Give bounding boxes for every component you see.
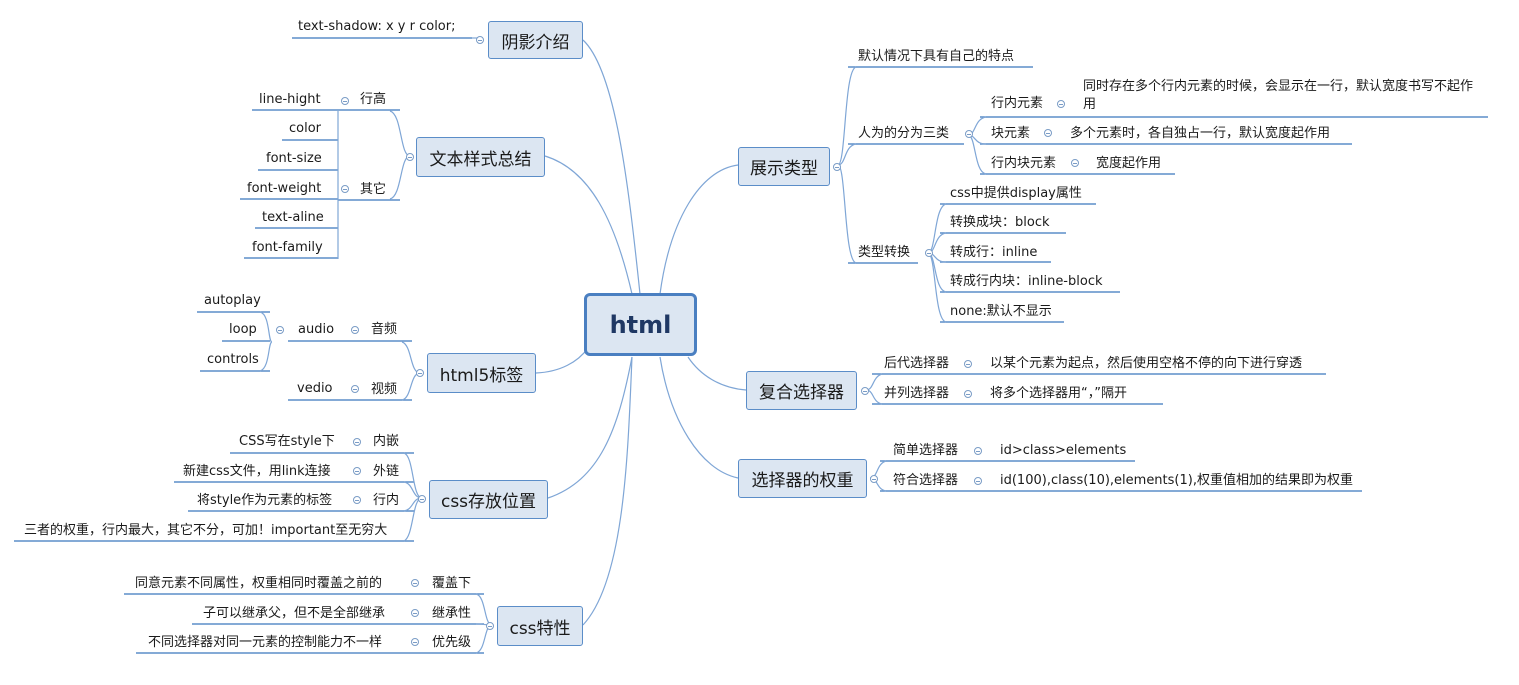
weight-label-simple: 简单选择器 — [893, 443, 959, 458]
location-label-link: 外链 — [373, 464, 400, 479]
topic-selector-weight[interactable]: 选择器的权重 — [738, 459, 867, 498]
topic-display-label: 展示类型 — [750, 159, 818, 179]
feature-label-override: 覆盖下 — [432, 576, 472, 591]
weight-detail-compound: id(100),class(10),elements(1),权重值相加的结果即为… — [1000, 473, 1353, 488]
compound-label-group: 并列选择器 — [884, 386, 950, 401]
collapse-toggle-icon[interactable] — [965, 130, 973, 138]
shadow-item: text-shadow: x y r color; — [298, 19, 456, 34]
collapse-toggle-icon[interactable] — [964, 360, 972, 368]
location-label-inline: 行内 — [373, 493, 400, 508]
feature-detail-priority: 不同选择器对同一元素的控制能力不一样 — [148, 635, 383, 650]
topic-text-style[interactable]: 文本样式总结 — [416, 137, 545, 177]
collapse-toggle-icon[interactable] — [353, 496, 361, 504]
audio-item-controls: controls — [207, 352, 259, 367]
convert-item: css中提供display属性 — [950, 186, 1082, 201]
topic-text-style-label: 文本样式总结 — [429, 149, 532, 170]
collapse-toggle-icon[interactable] — [411, 609, 419, 617]
topic-compound-selector-label: 复合选择器 — [759, 383, 844, 403]
collapse-toggle-icon[interactable] — [418, 495, 426, 503]
display-manual-label: 人为的分为三类 — [858, 126, 950, 141]
collapse-toggle-icon[interactable] — [351, 326, 359, 334]
other-item-font-size: font-size — [266, 151, 322, 166]
collapse-toggle-icon[interactable] — [833, 163, 841, 171]
collapse-toggle-icon[interactable] — [1071, 159, 1079, 167]
collapse-toggle-icon[interactable] — [870, 475, 878, 483]
root-label: html — [609, 310, 672, 339]
convert-item: 转换成块：block — [950, 215, 1050, 230]
collapse-toggle-icon[interactable] — [353, 467, 361, 475]
collapse-toggle-icon[interactable] — [1057, 100, 1065, 108]
collapse-toggle-icon[interactable] — [341, 97, 349, 105]
collapse-toggle-icon[interactable] — [411, 579, 419, 587]
line-height-item: line-hight — [259, 92, 321, 107]
weight-label-compound: 符合选择器 — [893, 473, 959, 488]
convert-item: none:默认不显示 — [950, 304, 1052, 319]
other-item-font-family: font-family — [252, 240, 323, 255]
manual-label-block: 块元素 — [991, 126, 1031, 141]
collapse-toggle-icon[interactable] — [416, 369, 424, 377]
location-detail-embed: CSS写在style下 — [239, 434, 335, 449]
compound-detail-descendant: 以某个元素为起点，然后使用空格不停的向下进行穿透 — [990, 356, 1303, 371]
feature-label-priority: 优先级 — [432, 635, 472, 650]
other-item-font-weight: font-weight — [247, 181, 322, 196]
topic-shadow-label: 阴影介绍 — [501, 32, 570, 53]
collapse-toggle-icon[interactable] — [974, 477, 982, 485]
topic-selector-weight-label: 选择器的权重 — [751, 471, 854, 491]
manual-label-inline: 行内元素 — [991, 96, 1044, 111]
manual-label-inline-block: 行内块元素 — [991, 156, 1057, 171]
other-label: 其它 — [360, 182, 387, 197]
collapse-toggle-icon[interactable] — [925, 249, 933, 257]
feature-label-inherit: 继承性 — [432, 606, 472, 621]
manual-detail-block: 多个元素时，各自独占一行，默认宽度起作用 — [1070, 126, 1331, 141]
location-detail-inline: 将style作为元素的标签 — [197, 493, 333, 508]
feature-detail-inherit: 子可以继承父，但不是全部继承 — [203, 606, 386, 621]
collapse-toggle-icon[interactable] — [964, 390, 972, 398]
audio-item-autoplay: autoplay — [204, 293, 261, 308]
topic-html5[interactable]: html5标签 — [427, 353, 536, 393]
convert-item: 转成行内块：inline-block — [950, 274, 1103, 289]
collapse-toggle-icon[interactable] — [341, 185, 349, 193]
root-node[interactable]: html — [584, 293, 697, 356]
video-label: 视频 — [371, 382, 398, 397]
topic-html5-label: html5标签 — [439, 365, 524, 386]
display-default: 默认情况下具有自己的特点 — [858, 49, 1015, 64]
topic-css-features-label: css特性 — [509, 618, 571, 639]
compound-label-descendant: 后代选择器 — [884, 356, 950, 371]
topic-shadow[interactable]: 阴影介绍 — [488, 21, 583, 59]
collapse-toggle-icon[interactable] — [861, 387, 869, 395]
other-item-color: color — [289, 121, 322, 136]
manual-detail-inline: 同时存在多个行内元素的时候，会显示在一行，默认宽度书写不起作用 — [1083, 79, 1474, 112]
topic-css-location-label: css存放位置 — [440, 492, 537, 512]
collapse-toggle-icon[interactable] — [974, 447, 982, 455]
topic-compound-selector[interactable]: 复合选择器 — [746, 371, 857, 410]
audio-sub: audio — [298, 322, 335, 337]
collapse-toggle-icon[interactable] — [411, 638, 419, 646]
other-item-text-aline: text-aline — [262, 210, 324, 225]
audio-item-loop: loop — [229, 322, 257, 337]
collapse-toggle-icon[interactable] — [1044, 129, 1052, 137]
collapse-toggle-icon[interactable] — [351, 385, 359, 393]
collapse-toggle-icon[interactable] — [406, 153, 414, 161]
location-label-embed: 内嵌 — [373, 434, 400, 449]
topic-css-location[interactable]: css存放位置 — [429, 480, 548, 519]
topic-css-features[interactable]: css特性 — [497, 606, 583, 646]
convert-item: 转成行：inline — [950, 245, 1038, 260]
display-convert-label: 类型转换 — [858, 245, 911, 260]
collapse-toggle-icon[interactable] — [276, 326, 284, 334]
feature-detail-override: 同意元素不同属性，权重相同时覆盖之前的 — [135, 576, 383, 591]
line-height-label: 行高 — [360, 92, 387, 107]
collapse-toggle-icon[interactable] — [353, 438, 361, 446]
weight-detail-simple: id>class>elements — [1000, 443, 1127, 458]
collapse-toggle-icon[interactable] — [476, 36, 484, 44]
audio-label: 音频 — [371, 322, 398, 337]
topic-display[interactable]: 展示类型 — [738, 147, 830, 186]
location-detail-link: 新建css文件，用link连接 — [183, 464, 331, 479]
manual-detail-inline-block: 宽度起作用 — [1096, 156, 1162, 171]
compound-detail-group: 将多个选择器用“，”隔开 — [990, 386, 1127, 401]
video-sub: vedio — [297, 381, 333, 396]
location-note: 三者的权重，行内最大，其它不分，可加！important至无穷大 — [24, 523, 388, 538]
collapse-toggle-icon[interactable] — [486, 622, 494, 630]
